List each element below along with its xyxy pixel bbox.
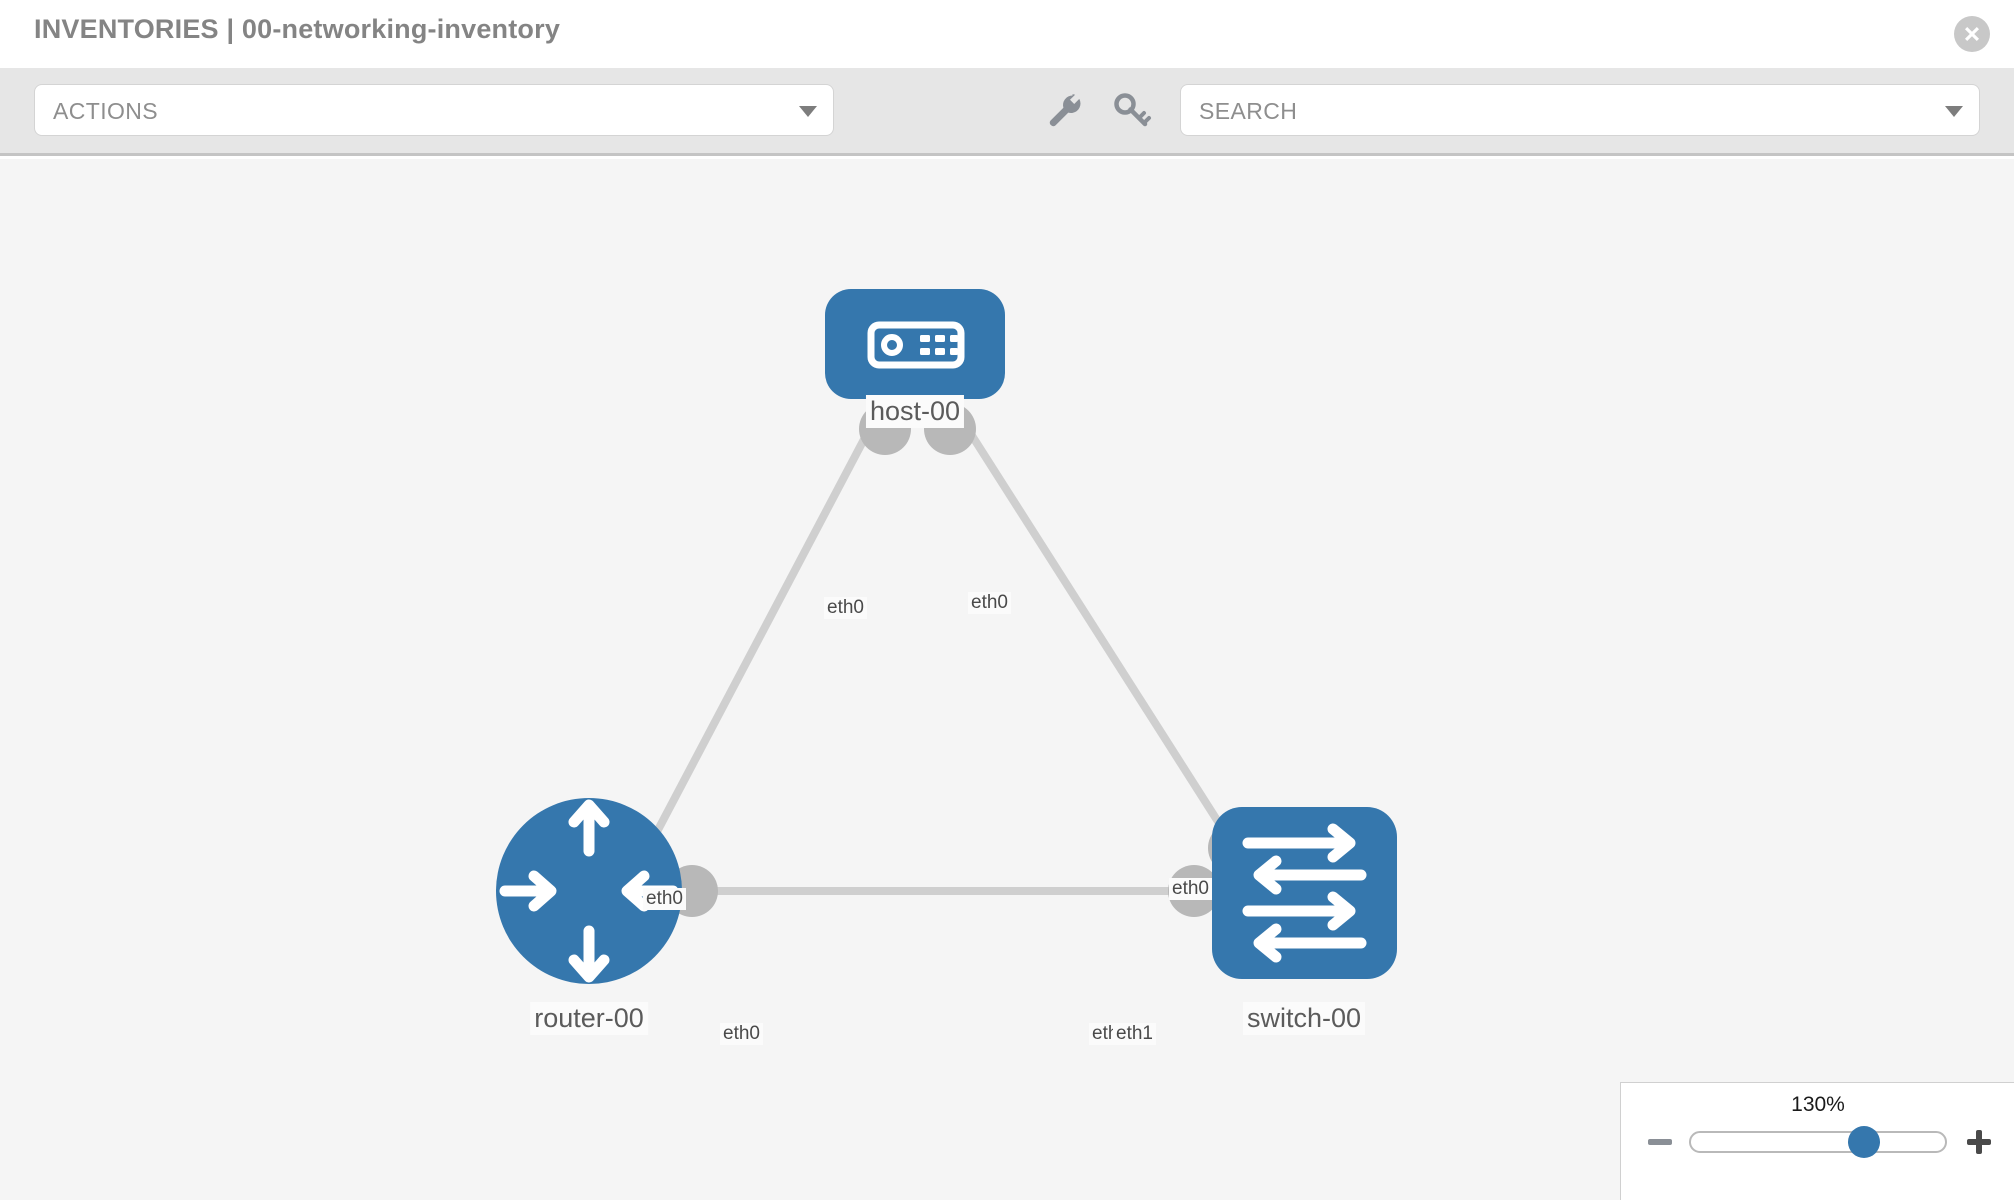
key-icon[interactable]	[1110, 88, 1154, 132]
actions-dropdown-label: ACTIONS	[53, 98, 159, 124]
close-icon[interactable]	[1954, 16, 1990, 52]
iface-label-host-left: eth0	[824, 597, 867, 619]
iface-label-router-right: eth0	[720, 1023, 763, 1045]
switch-arrows-icon	[1242, 823, 1367, 963]
router-arrows-icon	[499, 799, 679, 983]
topology-canvas[interactable]: host-00 router-00 switch-00 eth0 eth0 et…	[0, 159, 2014, 1200]
page-header: INVENTORIES | 00-networking-inventory	[0, 0, 2014, 68]
iface-label-host-right: eth0	[968, 592, 1011, 614]
zoom-slider[interactable]	[1689, 1126, 1947, 1158]
node-label-host: host-00	[865, 395, 965, 428]
search-placeholder: SEARCH	[1199, 98, 1298, 124]
wrench-icon[interactable]	[1042, 88, 1086, 132]
server-icon	[867, 321, 965, 369]
topology-graph	[496, 289, 1397, 984]
toolbar: ACTIONS SEARCH	[0, 68, 2014, 156]
iface-label-switch-eth1: eth1	[1113, 1023, 1156, 1045]
iface-label-switch-up: eth0	[1169, 878, 1212, 900]
node-label-router: router-00	[530, 1002, 648, 1035]
chevron-down-icon	[1945, 106, 1963, 117]
actions-dropdown[interactable]: ACTIONS	[34, 84, 834, 136]
node-switch[interactable]	[1212, 807, 1397, 979]
zoom-level-value: 130%	[1791, 1093, 1845, 1116]
zoom-in-button[interactable]	[1964, 1127, 1994, 1157]
search-input[interactable]: SEARCH	[1180, 84, 1980, 136]
link-router-host[interactable]	[636, 407, 884, 866]
iface-label-router-up: eth0	[643, 888, 686, 910]
link-host-switch[interactable]	[951, 406, 1249, 867]
chevron-down-icon	[799, 106, 817, 117]
node-host[interactable]	[825, 289, 1005, 399]
page-title: INVENTORIES | 00-networking-inventory	[34, 14, 561, 44]
node-label-switch: switch-00	[1242, 1002, 1366, 1035]
zoom-out-button[interactable]	[1645, 1127, 1675, 1157]
zoom-control-panel: 130%	[1620, 1082, 2014, 1200]
node-router[interactable]	[496, 798, 682, 984]
zoom-slider-thumb[interactable]	[1848, 1126, 1881, 1158]
